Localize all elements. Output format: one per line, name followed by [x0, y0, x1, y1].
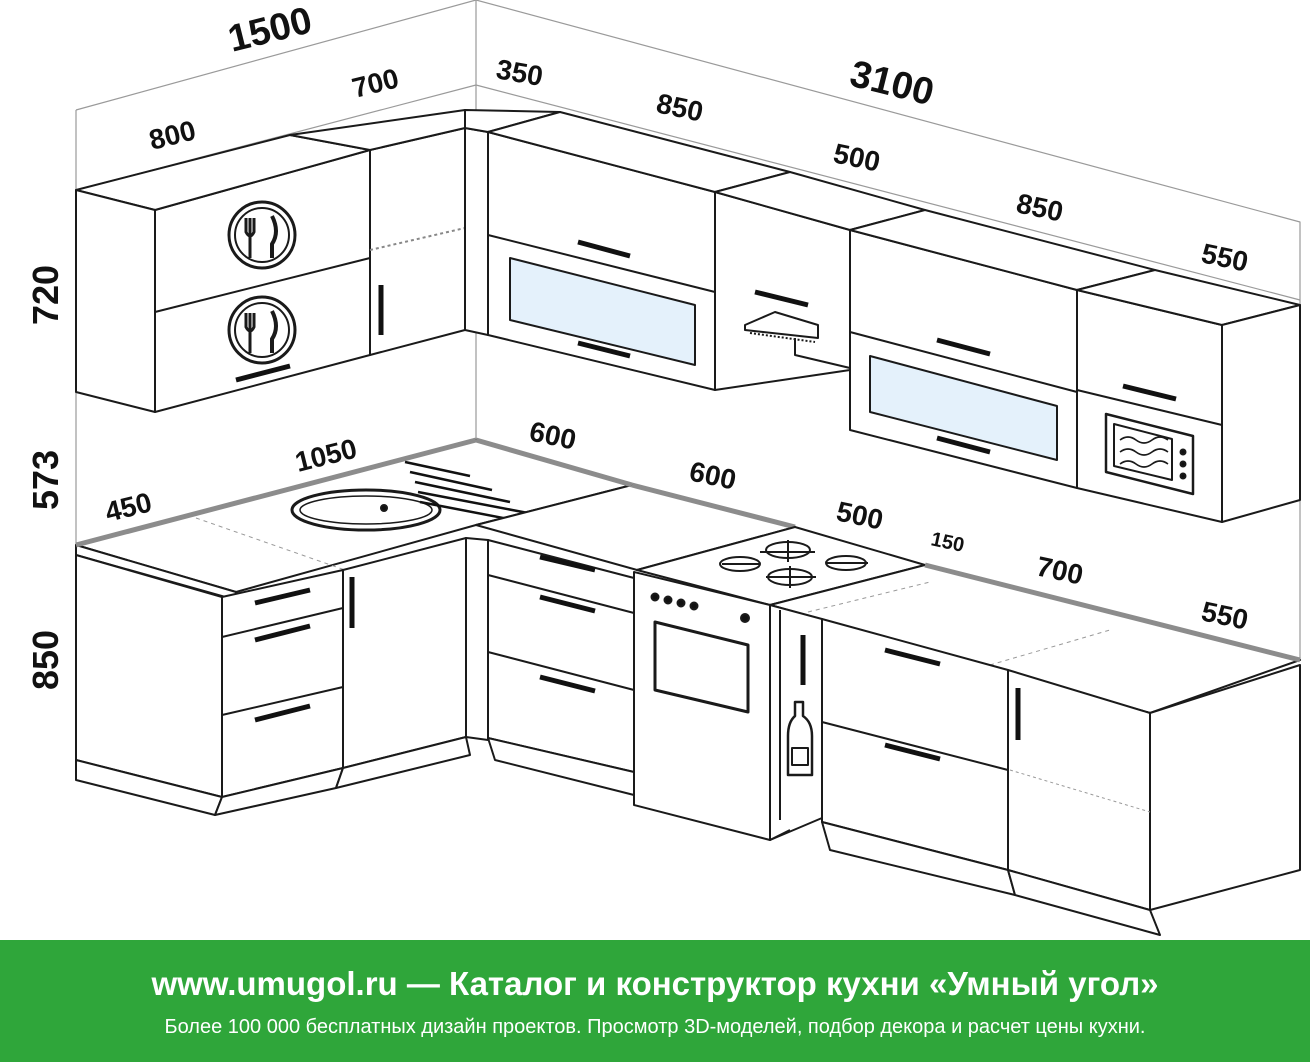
dim-height-upper: 720 — [25, 265, 66, 325]
dim-height-gap: 573 — [25, 450, 66, 510]
dim-counter-right-3: 700 — [1034, 551, 1086, 591]
dim-upper-right-3: 850 — [1014, 188, 1066, 228]
upper-cabinet-right-1 — [487, 111, 791, 391]
upper-cabinet-left-2 — [289, 109, 466, 356]
dim-height-lower: 850 — [25, 630, 66, 690]
dim-upper-left-2: 700 — [349, 62, 402, 103]
dim-upper-total-right: 3100 — [846, 53, 938, 114]
dim-counter-gap: 150 — [929, 528, 966, 556]
oven-icon — [633, 571, 771, 841]
dim-counter-right-2: 500 — [834, 496, 886, 536]
dim-upper-right-4: 550 — [1199, 238, 1251, 278]
lower-drawer-unit-right — [487, 539, 635, 796]
banner-subtitle: Более 100 000 бесплатных дизайн проектов… — [164, 1016, 1146, 1038]
gas-hob-icon — [636, 526, 926, 606]
upper-corner-cabinet — [464, 109, 561, 336]
lower-corner-post — [465, 537, 489, 741]
dim-upper-left-corner: 350 — [494, 53, 545, 92]
dim-counter-right-4: 550 — [1199, 596, 1251, 636]
kitchen-diagram: 1500 3100 350 800 700 850 500 850 550 72… — [25, 0, 1301, 936]
dim-upper-total-left: 1500 — [224, 0, 316, 61]
dimension-labels: 1500 3100 350 800 700 850 500 850 550 72… — [25, 0, 1251, 690]
microwave-icon — [1104, 412, 1195, 496]
dim-upper-right-2: 500 — [831, 138, 883, 178]
promo-banner: www.umugol.ru — Каталог и конструктор ку… — [0, 940, 1310, 1062]
lower-drawer-unit-right-2 — [821, 618, 1016, 896]
range-hood-icon — [744, 311, 851, 369]
dim-counter-left-depth: 450 — [102, 486, 155, 527]
cutlery-plate-icon — [227, 295, 297, 365]
lower-cabinet-right-end — [1007, 664, 1301, 936]
bottle-icon — [786, 700, 814, 777]
lower-cabinet-left-sink — [335, 537, 471, 789]
dim-upper-right-1: 850 — [654, 88, 706, 128]
banner-title[interactable]: www.umugol.ru — Каталог и конструктор ку… — [151, 965, 1159, 1002]
lower-cabinet-left-corner — [75, 554, 223, 816]
upper-cabinet-left-1 — [75, 134, 371, 413]
countertop-right — [475, 437, 796, 571]
cutlery-plate-icon — [227, 200, 297, 270]
sink-icon — [290, 460, 546, 532]
lower-drawer-unit-left — [214, 569, 344, 816]
dim-counter-corner: 600 — [527, 416, 579, 456]
handle — [235, 363, 291, 383]
dim-counter-right-1: 600 — [687, 456, 739, 496]
upper-cabinet-right-3 — [849, 209, 1156, 489]
dim-upper-left-1: 800 — [146, 114, 199, 155]
